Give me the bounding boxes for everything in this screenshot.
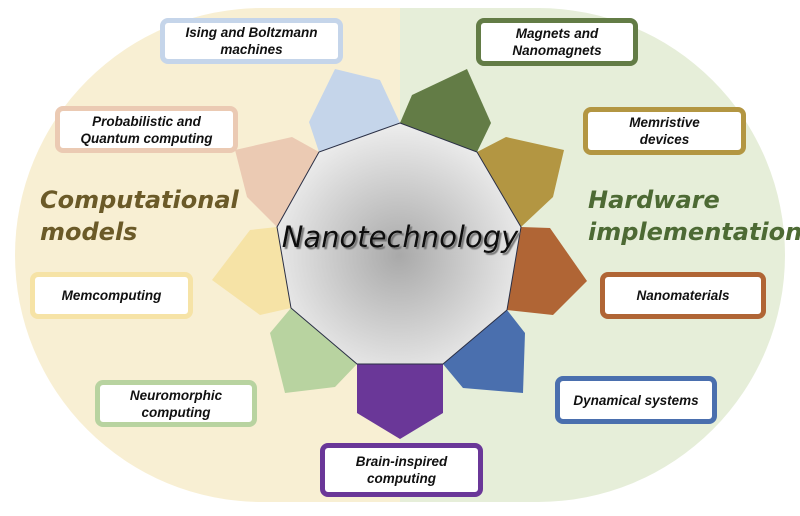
node-text: Nanomaterials: [636, 288, 730, 303]
node-text: Nanomagnets: [512, 43, 602, 58]
node-text: computing: [141, 404, 211, 420]
petal-shape: [212, 227, 291, 315]
petal-shape: [477, 137, 564, 227]
node-dynamical-systems: Dynamical systems: [555, 376, 717, 424]
node-text: machines: [220, 42, 283, 57]
node-text: Probabilistic and: [92, 113, 201, 129]
computational-models-line2: models: [40, 218, 138, 246]
hardware-implementation-line2: implementation: [588, 218, 800, 246]
petal-shape: [309, 69, 400, 152]
node-text: computing: [366, 471, 436, 486]
node-text: Ising and Boltzmann: [185, 25, 318, 40]
petal-shape: [507, 227, 587, 315]
node-text: Magnets and: [515, 26, 599, 41]
node-text: devices: [639, 132, 690, 147]
node-ising-boltzmann: Ising and Boltzmann machines: [160, 18, 343, 64]
node-memcomputing: Memcomputing: [30, 272, 193, 319]
center-nonagon: [276, 122, 522, 365]
computational-models-label: Computational models: [40, 184, 239, 248]
node-text: Memcomputing: [61, 288, 162, 303]
petal-shape: [235, 137, 319, 227]
petal-shape: [443, 310, 525, 393]
node-text: Quantum computing: [80, 130, 213, 146]
hardware-implementation-label: Hardware implementation: [588, 184, 800, 248]
node-text: Memristive: [629, 115, 700, 130]
computational-models-line1: Computational: [40, 186, 239, 214]
node-memristive: Memristive devices: [583, 107, 746, 155]
node-brain-inspired: Brain-inspired computing: [320, 443, 483, 497]
center-label: Nanotechnology: [282, 220, 519, 254]
petal-shape: [357, 364, 443, 439]
node-text: Brain-inspired: [355, 454, 448, 469]
node-nanomaterials: Nanomaterials: [600, 272, 766, 319]
petal-shape: [270, 308, 357, 393]
hardware-implementation-line1: Hardware: [588, 186, 720, 214]
node-text: Dynamical systems: [573, 392, 699, 408]
node-text: Neuromorphic: [129, 387, 223, 403]
